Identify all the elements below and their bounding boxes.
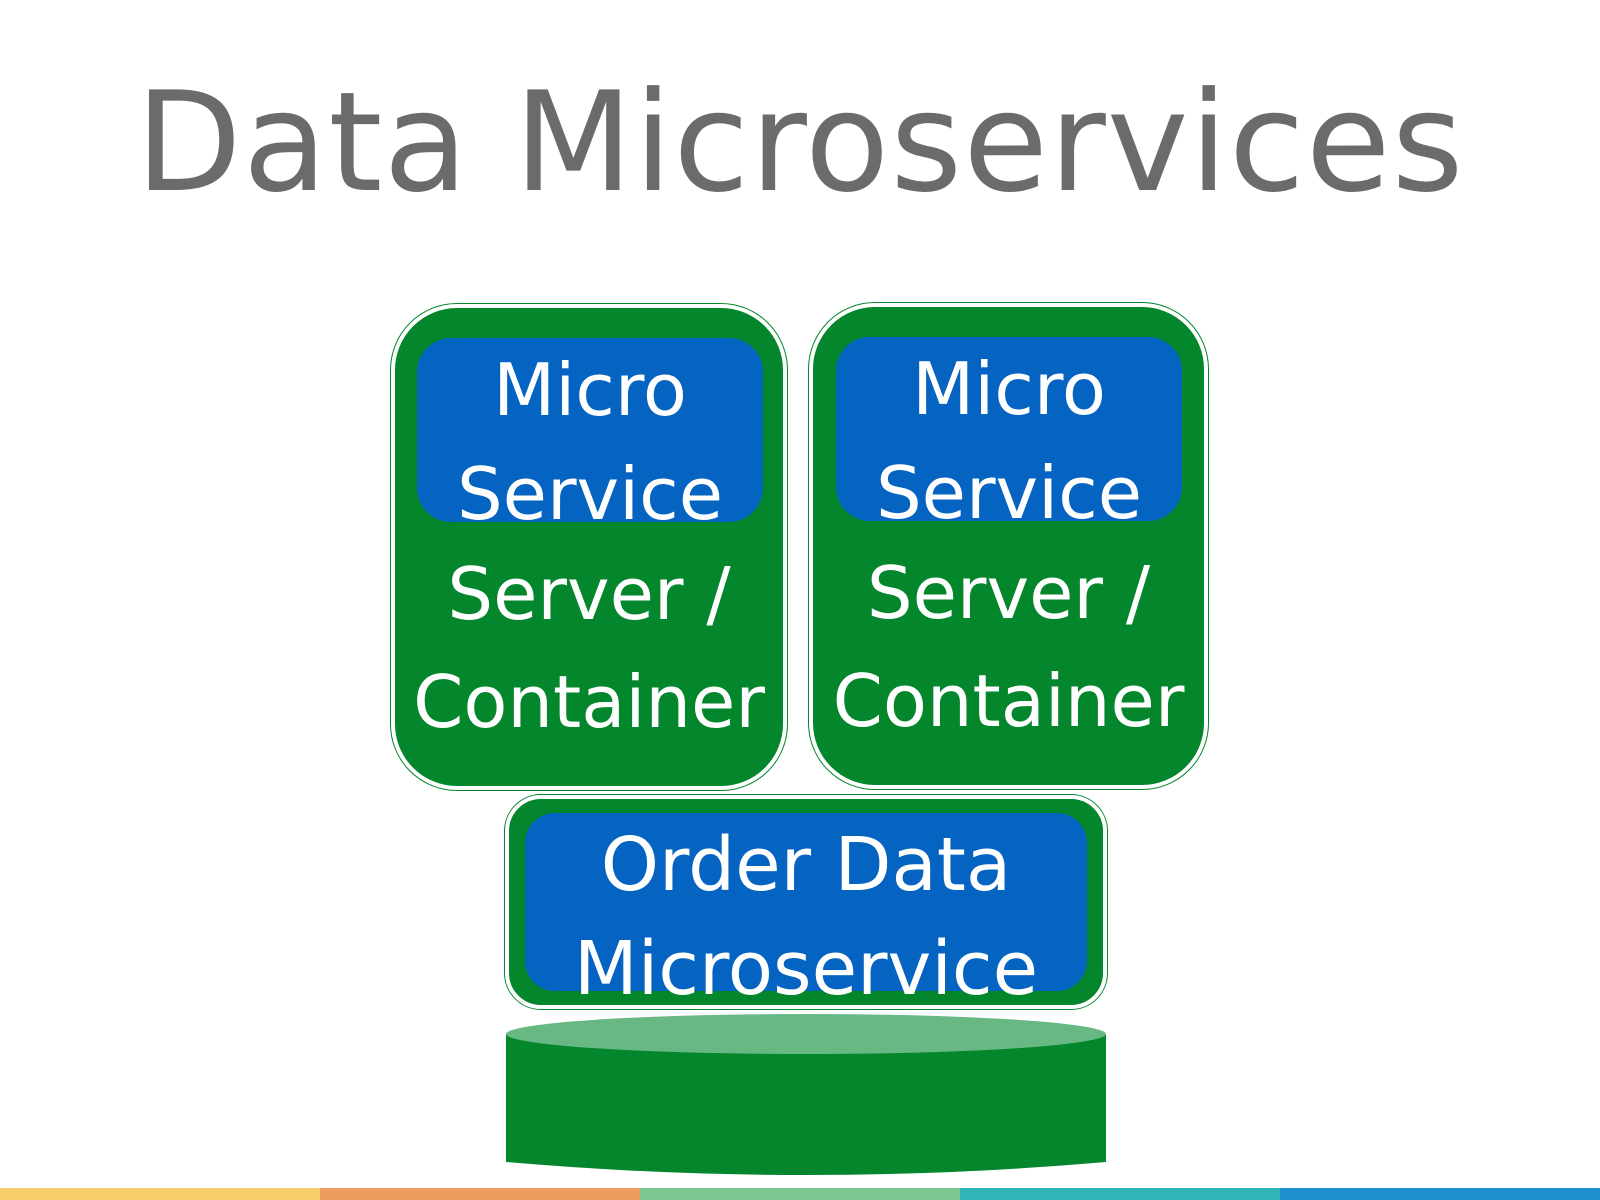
server-container-2: Micro Service Server / Container	[809, 303, 1208, 789]
bottom-bar-segment-3	[640, 1188, 960, 1200]
order-data-label-line-1: Order Data	[600, 822, 1012, 908]
slide-title: Data Microservices	[135, 62, 1465, 223]
bottom-bar-segment-1	[0, 1188, 320, 1200]
database-cylinder-top	[506, 1014, 1106, 1054]
microservice-label-line-2: Service	[875, 451, 1143, 535]
server-label-line-1: Server /	[866, 551, 1151, 635]
microservice-box-1: Micro Service	[417, 338, 763, 536]
bottom-color-bar	[0, 1188, 1600, 1200]
server-container-label-1: Server / Container	[389, 540, 789, 756]
server-label-line-1: Server /	[447, 552, 731, 636]
server-container-label-2: Server / Container	[807, 539, 1210, 755]
server-label-line-2: Container	[413, 660, 765, 744]
bottom-bar-segment-2	[320, 1188, 640, 1200]
microservice-label-line-1: Micro	[912, 347, 1106, 431]
order-data-microservice-box: Order Data Microservice	[525, 813, 1087, 1012]
microservice-box-2: Micro Service	[836, 337, 1182, 535]
order-data-label-line-2: Microservice	[573, 926, 1039, 1012]
order-data-container: Order Data Microservice	[505, 795, 1107, 1012]
server-label-line-2: Container	[832, 659, 1185, 743]
server-container-1: Micro Service Server / Container	[391, 304, 787, 790]
database-cylinder-icon	[506, 1014, 1106, 1175]
bottom-bar-segment-5	[1280, 1188, 1600, 1200]
bottom-bar-segment-4	[960, 1188, 1280, 1200]
database-cylinder-body	[506, 1034, 1106, 1175]
microservice-label-line-2: Service	[456, 452, 724, 536]
microservice-label-line-1: Micro	[493, 348, 687, 432]
